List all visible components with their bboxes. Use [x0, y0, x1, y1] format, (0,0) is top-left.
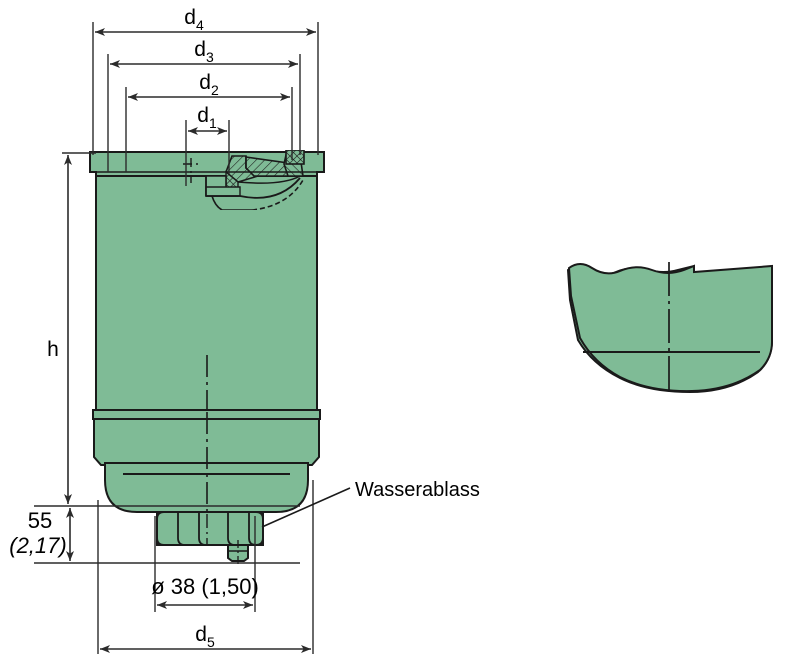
label-d5: d5 — [195, 623, 215, 650]
label-height-55: 55 — [28, 508, 52, 533]
label-height-55-inch: (2,17) — [9, 533, 66, 558]
label-d2: d2 — [199, 71, 219, 98]
dimension-labels-group: d4 d3 d2 d1 h d5 — [47, 6, 219, 650]
label-d4: d4 — [184, 6, 204, 33]
drain-hex-nut — [156, 511, 264, 546]
label-diameter-38: ø 38 (1,50) — [151, 574, 259, 599]
filter-body-group — [89, 150, 325, 565]
water-drain-leader-line — [261, 487, 351, 528]
callout-label-wasserablass: Wasserablass — [355, 479, 480, 501]
dimension-arrows-group — [64, 28, 316, 653]
dimension-lines-group — [34, 22, 319, 654]
callout-group: Wasserablass — [261, 479, 480, 528]
label-d3: d3 — [194, 38, 214, 65]
annotation-labels-group: 55 (2,17) ø 38 (1,50) — [9, 508, 259, 599]
label-d1: d1 — [197, 104, 217, 131]
label-h: h — [47, 338, 59, 361]
secondary-bowl-view — [566, 262, 773, 394]
bowl-outline-refined — [567, 263, 773, 393]
